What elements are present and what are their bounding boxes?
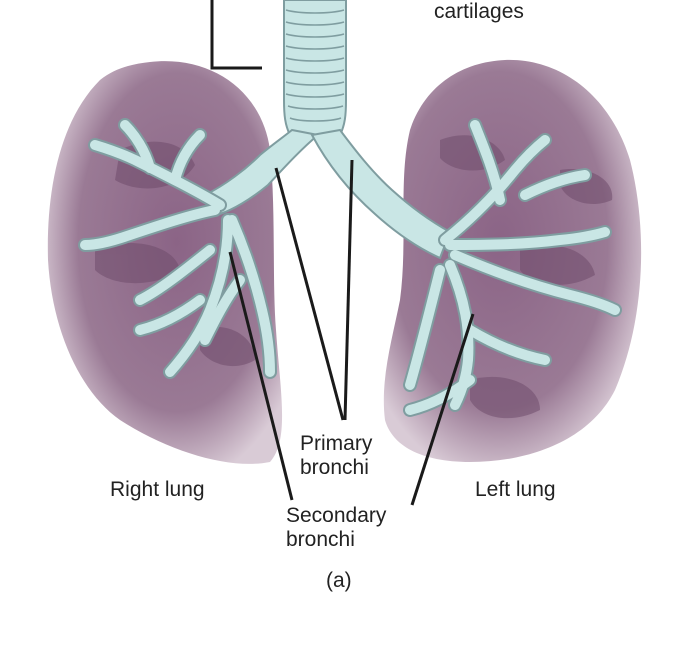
- cartilage-bracket: [210, 0, 262, 70]
- cartilages-label: cartilages: [434, 0, 524, 23]
- trachea: [283, 0, 347, 136]
- left-lung-label: Left lung: [475, 478, 556, 501]
- secondary-bronchi-leader-left: [410, 313, 475, 506]
- figure-letter-label: (a): [326, 569, 352, 592]
- secondary-bronchi-leader-right: [228, 251, 294, 501]
- right-lung-label: Right lung: [110, 478, 205, 501]
- right-bronchial-tree: [78, 118, 277, 379]
- left-primary-bronchus: [310, 128, 452, 260]
- leader-lines: [228, 159, 475, 506]
- secondary-bronchi-label: Secondary bronchi: [286, 504, 387, 551]
- primary-bronchi-label: Primary bronchi: [300, 432, 373, 479]
- primary-bronchi-leader-left: [343, 159, 354, 421]
- left-bronchial-tree: [403, 118, 622, 417]
- primary-bronchi-leader-right: [274, 167, 345, 421]
